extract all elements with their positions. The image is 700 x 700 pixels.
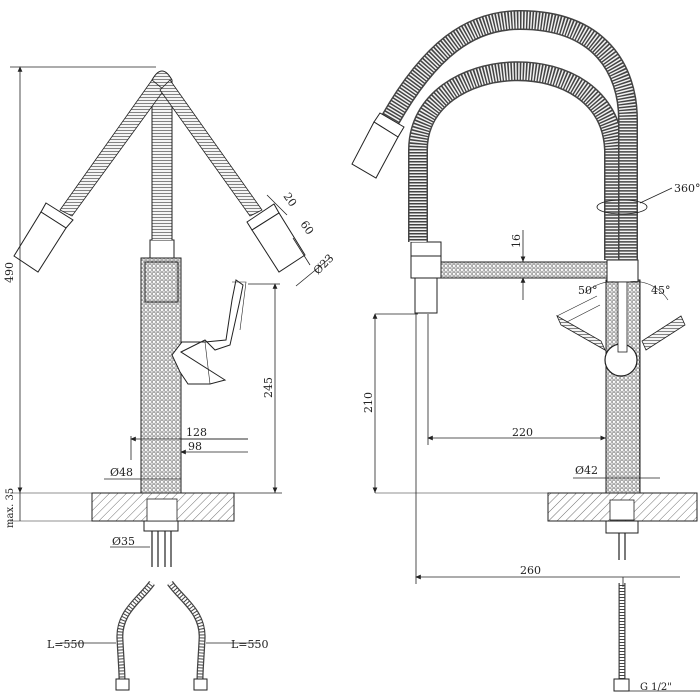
spray-head-left xyxy=(13,202,74,273)
dim-reach-128: 128 xyxy=(186,426,207,439)
dim-height-210: 210 xyxy=(362,392,375,413)
dim-angle-45: 45° xyxy=(651,284,671,297)
dim-body-dia-right: Ø42 xyxy=(575,464,598,477)
dim-width-260: 260 xyxy=(520,564,541,577)
dim-body-dia: Ø48 xyxy=(110,466,133,479)
dim-shank-dia: Ø35 xyxy=(112,535,135,548)
right-view: 210 220 260 16 360° 50° 45° Ø42 G 1/2" xyxy=(351,9,700,693)
dim-hose-dia: Ø23 xyxy=(311,252,336,277)
dim-hose-outer: 20 xyxy=(281,190,300,209)
dim-hose-right: L=550 xyxy=(231,638,269,651)
spout-arm xyxy=(439,261,608,279)
dim-hose-len: 60 xyxy=(298,218,317,237)
outer-hose-arch xyxy=(381,9,638,260)
spray-head-right xyxy=(246,203,306,273)
handle-left xyxy=(171,279,247,385)
dim-angle-50: 50° xyxy=(578,284,598,297)
dim-height-total: 490 xyxy=(3,262,16,283)
hose-right xyxy=(167,580,206,681)
dim-handle-height: 245 xyxy=(262,377,275,398)
spray-head-top xyxy=(351,112,405,179)
dim-hose-left: L=550 xyxy=(47,638,85,651)
dim-reach-98: 98 xyxy=(188,440,202,453)
dim-spout-thick: 16 xyxy=(510,234,523,248)
dim-swivel: 360° xyxy=(674,182,700,195)
dim-max-mount: max. 35 xyxy=(5,488,16,528)
left-view: 490 max. 35 245 128 98 Ø48 Ø35 20 60 Ø23… xyxy=(3,66,336,691)
dim-spout-reach: 220 xyxy=(512,426,533,439)
dim-thread: G 1/2" xyxy=(640,682,672,693)
hose-left xyxy=(116,580,155,681)
